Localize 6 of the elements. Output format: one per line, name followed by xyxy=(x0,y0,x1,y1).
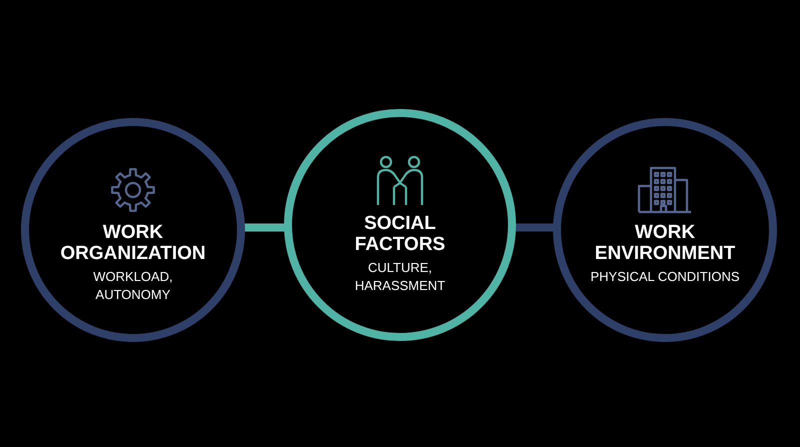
node-heading: WORK ORGANIZATION xyxy=(59,222,207,264)
node-description: WORKLOAD, AUTONOMY xyxy=(92,268,174,304)
node-description: CULTURE, HARASSMENT xyxy=(354,259,446,295)
node-description: PHYSICAL CONDITIONS xyxy=(590,268,740,286)
node-heading: WORK ENVIRONMENT xyxy=(594,222,736,264)
node-heading: SOCIAL FACTORS xyxy=(354,213,446,255)
